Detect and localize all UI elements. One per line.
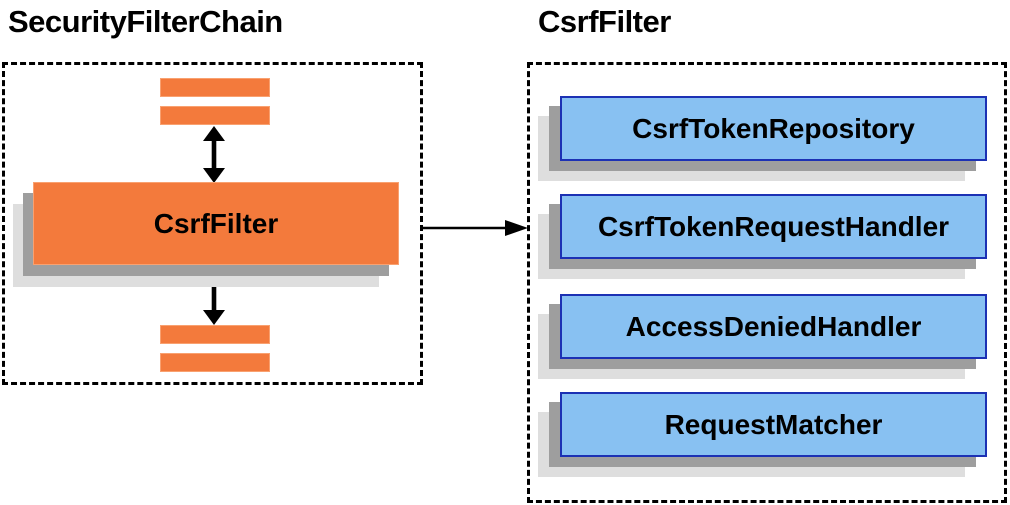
filter-bar-4 xyxy=(160,353,270,372)
security-filter-chain-container xyxy=(2,62,423,385)
filter-bar-3 xyxy=(160,325,270,344)
component-label: CsrfTokenRequestHandler xyxy=(597,210,950,242)
component-label: AccessDeniedHandler xyxy=(625,310,922,342)
component-box-csrf-token-repository: CsrfTokenRepository xyxy=(560,96,987,161)
component-box-access-denied-handler: AccessDeniedHandler xyxy=(560,294,987,359)
csrf-filter-node-label: CsrfFilter xyxy=(153,207,279,239)
csrf-filter-node: CsrfFilter xyxy=(33,182,399,265)
arrow-right-icon xyxy=(422,219,528,237)
filter-bar-1 xyxy=(160,78,270,97)
csrf-filter-container xyxy=(527,62,1007,503)
double-arrow-icon xyxy=(199,267,229,325)
security-filter-chain-title: SecurityFilterChain xyxy=(8,4,283,39)
component-label: CsrfTokenRepository xyxy=(632,112,915,144)
double-arrow-icon xyxy=(199,126,229,183)
filter-bar-2 xyxy=(160,106,270,125)
component-box-request-matcher: RequestMatcher xyxy=(560,392,987,457)
component-label: RequestMatcher xyxy=(664,408,883,440)
component-box-csrf-token-request-handler: CsrfTokenRequestHandler xyxy=(560,194,987,259)
csrf-filter-title: CsrfFilter xyxy=(538,4,671,39)
